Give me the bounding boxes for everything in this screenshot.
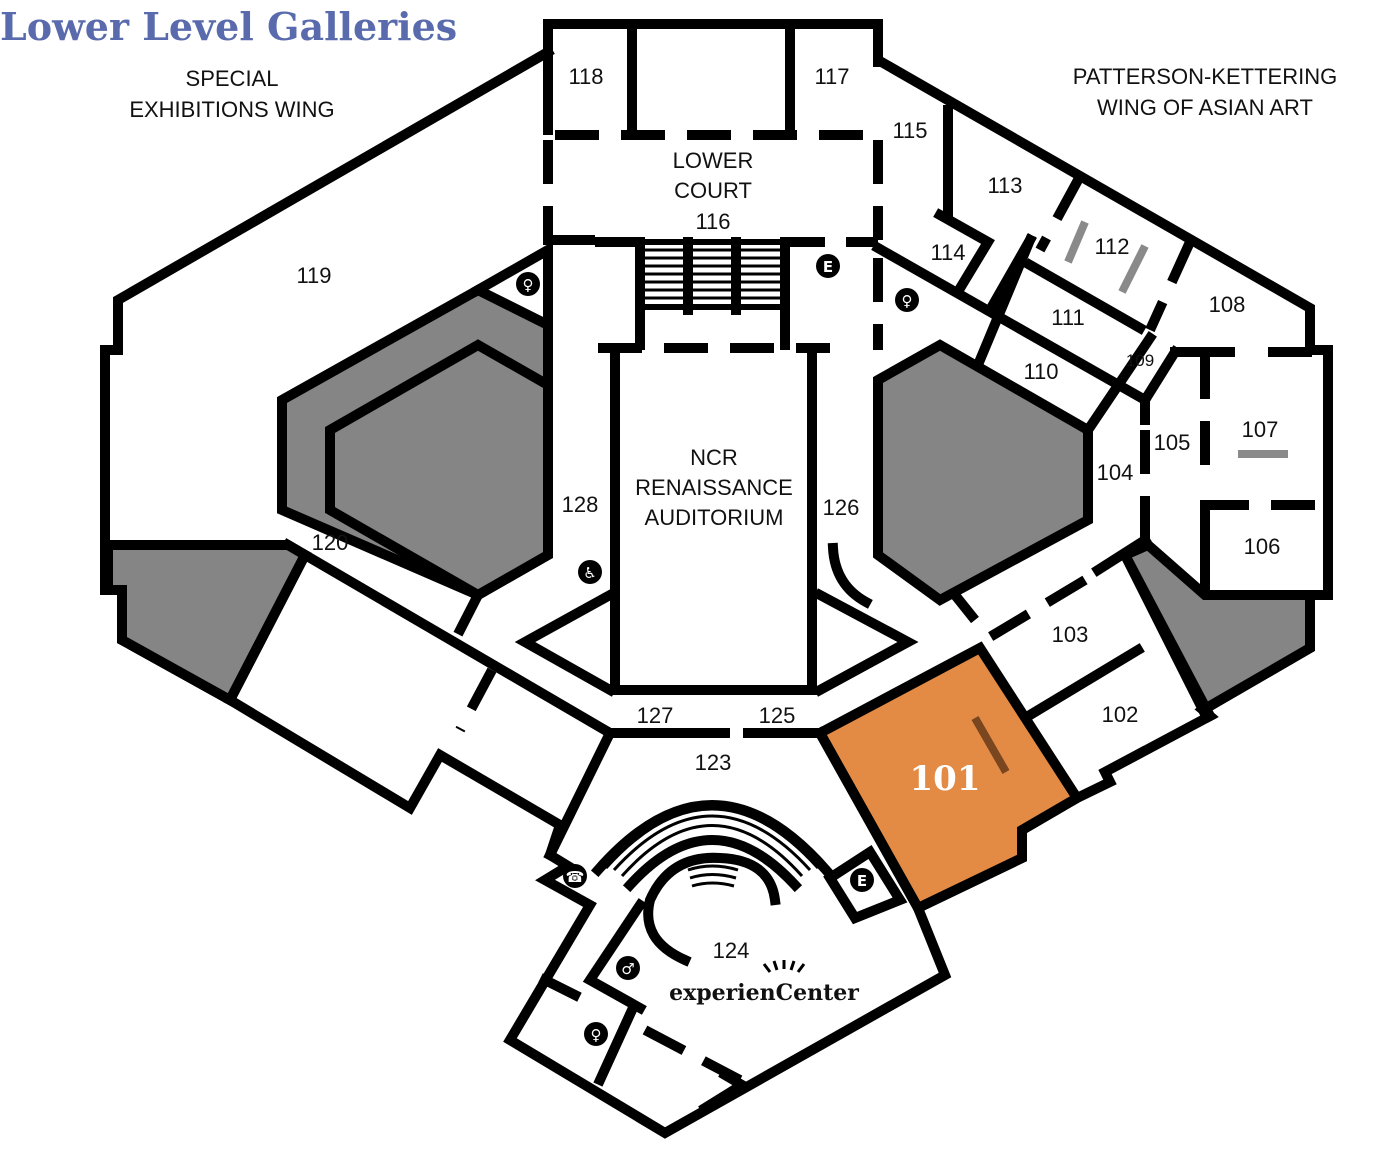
auditorium-label-1: NCR [690, 445, 738, 470]
amphitheater-outer [590, 800, 834, 878]
room-label-118: 118 [568, 64, 603, 89]
map-title: Lower Level Galleries [0, 4, 457, 49]
room-label-125: 125 [759, 703, 796, 728]
wall-114 [871, 241, 1152, 407]
auditorium-label-2: RENAISSANCE [635, 475, 793, 500]
wall-112-b [1023, 258, 1147, 335]
lower-court-number: 116 [695, 209, 730, 234]
wall-123-east [813, 726, 925, 915]
wall-exp-sw-3 [593, 1003, 639, 1087]
room-label-128: 128 [562, 492, 599, 517]
room-label-120: 120 [312, 530, 349, 555]
experience-center-logo-rays [762, 960, 806, 973]
room-label-102: 102 [1102, 702, 1139, 727]
room-101-label: 101 [910, 759, 981, 799]
svg-text:☎: ☎ [566, 868, 585, 886]
room-labels: 118 117 115 113 114 112 111 108 110 109 107 105 104 1… [296, 64, 1280, 775]
wheelchair-icon: ♿ [578, 560, 602, 584]
stairs [635, 237, 790, 350]
shaded-gallery-southeast [1118, 539, 1315, 717]
experience-center-number: 124 [713, 938, 750, 963]
stage-lines [687, 864, 739, 888]
wall-exp-sw-2 [538, 973, 582, 1002]
room-label-107: 107 [1242, 417, 1279, 442]
room-label-111: 111 [1051, 305, 1084, 330]
aud-triangle-east [813, 588, 919, 697]
phone-icon: ☎ [563, 864, 587, 888]
room-label-104: 104 [1097, 460, 1134, 485]
experience-center-logo: experienCenter [669, 980, 859, 1006]
wing-label-asian-1: PATTERSON-KETTERING [1073, 64, 1337, 89]
wall-123-west [543, 726, 617, 862]
room-label-126: 126 [823, 495, 860, 520]
wall-102-east [1118, 548, 1217, 723]
room-label-109: 109 [1126, 351, 1154, 370]
wing-label-asian-2: WING OF ASIAN ART [1097, 95, 1313, 120]
dash-112 [1145, 239, 1195, 333]
room-label-106: 106 [1244, 534, 1281, 559]
wall-exp-sw-1 [582, 898, 647, 1015]
lower-court-label-2: COURT [674, 178, 752, 203]
aud-door-126 [827, 542, 873, 609]
room-label-108: 108 [1209, 292, 1246, 317]
marker-101 [971, 716, 1010, 774]
svg-text:E: E [857, 872, 867, 890]
elevator-icon: E [816, 254, 840, 278]
wall-e-box [823, 845, 908, 925]
room-label-110: 110 [1023, 359, 1058, 384]
wing-label-special-2: EXHIBITIONS WING [129, 97, 334, 122]
wall-exp-triangle [698, 1068, 752, 1115]
room-label-112: 112 [1094, 234, 1129, 259]
restroom-icon: ♀ [584, 1022, 608, 1046]
elevator-icon: E [850, 868, 874, 892]
amphitheater-steps [604, 807, 820, 877]
room-label-115: 115 [892, 118, 927, 143]
wall-120-corridor [281, 538, 617, 740]
svg-text:E: E [823, 258, 833, 276]
room-label-105: 105 [1154, 430, 1191, 455]
wall-restroom-west [471, 241, 553, 330]
restroom-icon: ♀ [516, 272, 540, 296]
svg-text:♿: ♿ [583, 564, 596, 582]
room-label-123: 123 [695, 750, 732, 775]
marker-112-a [1064, 220, 1089, 264]
room-label-103: 103 [1052, 622, 1089, 647]
wall-111 [983, 233, 1037, 317]
restroom-icon: ♀ [895, 288, 919, 312]
room-label-113: 113 [987, 173, 1022, 198]
room-label-119: 119 [296, 263, 331, 288]
amphitheater-inner [622, 835, 803, 893]
svg-text:♀: ♀ [902, 292, 913, 310]
shaded-gallery-east [873, 339, 1093, 606]
svg-text:♀: ♀ [591, 1026, 602, 1044]
room-label-117: 117 [814, 64, 849, 89]
room-label-114: 114 [930, 240, 965, 265]
wall-109 [1081, 331, 1157, 437]
aud-triangle-west [514, 588, 617, 697]
svg-text:♂: ♂ [621, 960, 634, 978]
wall-102 [1023, 643, 1145, 722]
lower-court-label-1: LOWER [673, 148, 754, 173]
dash-corridor-south [455, 667, 497, 733]
shaded-gallery-west-inner [325, 339, 553, 601]
dash-113 [1035, 177, 1083, 253]
dash-103-west [951, 591, 979, 624]
wall-114-b [933, 208, 995, 292]
svg-text:♀: ♀ [523, 276, 534, 294]
wall-120-inner [223, 548, 312, 707]
room-label-127: 127 [637, 703, 674, 728]
wall-105 [1140, 345, 1182, 425]
wing-label-special-1: SPECIAL [186, 66, 279, 91]
outer-wall-west [100, 45, 952, 1139]
auditorium-label-3: AUDITORIUM [645, 505, 784, 530]
restroom-icon: ♂ [616, 956, 640, 980]
top-block-wall [543, 19, 883, 67]
dash-103 [982, 575, 1088, 645]
marker-112-b [1118, 244, 1149, 294]
dash-corridor-120 [450, 592, 483, 643]
experience-center-inner-wall [643, 852, 781, 967]
